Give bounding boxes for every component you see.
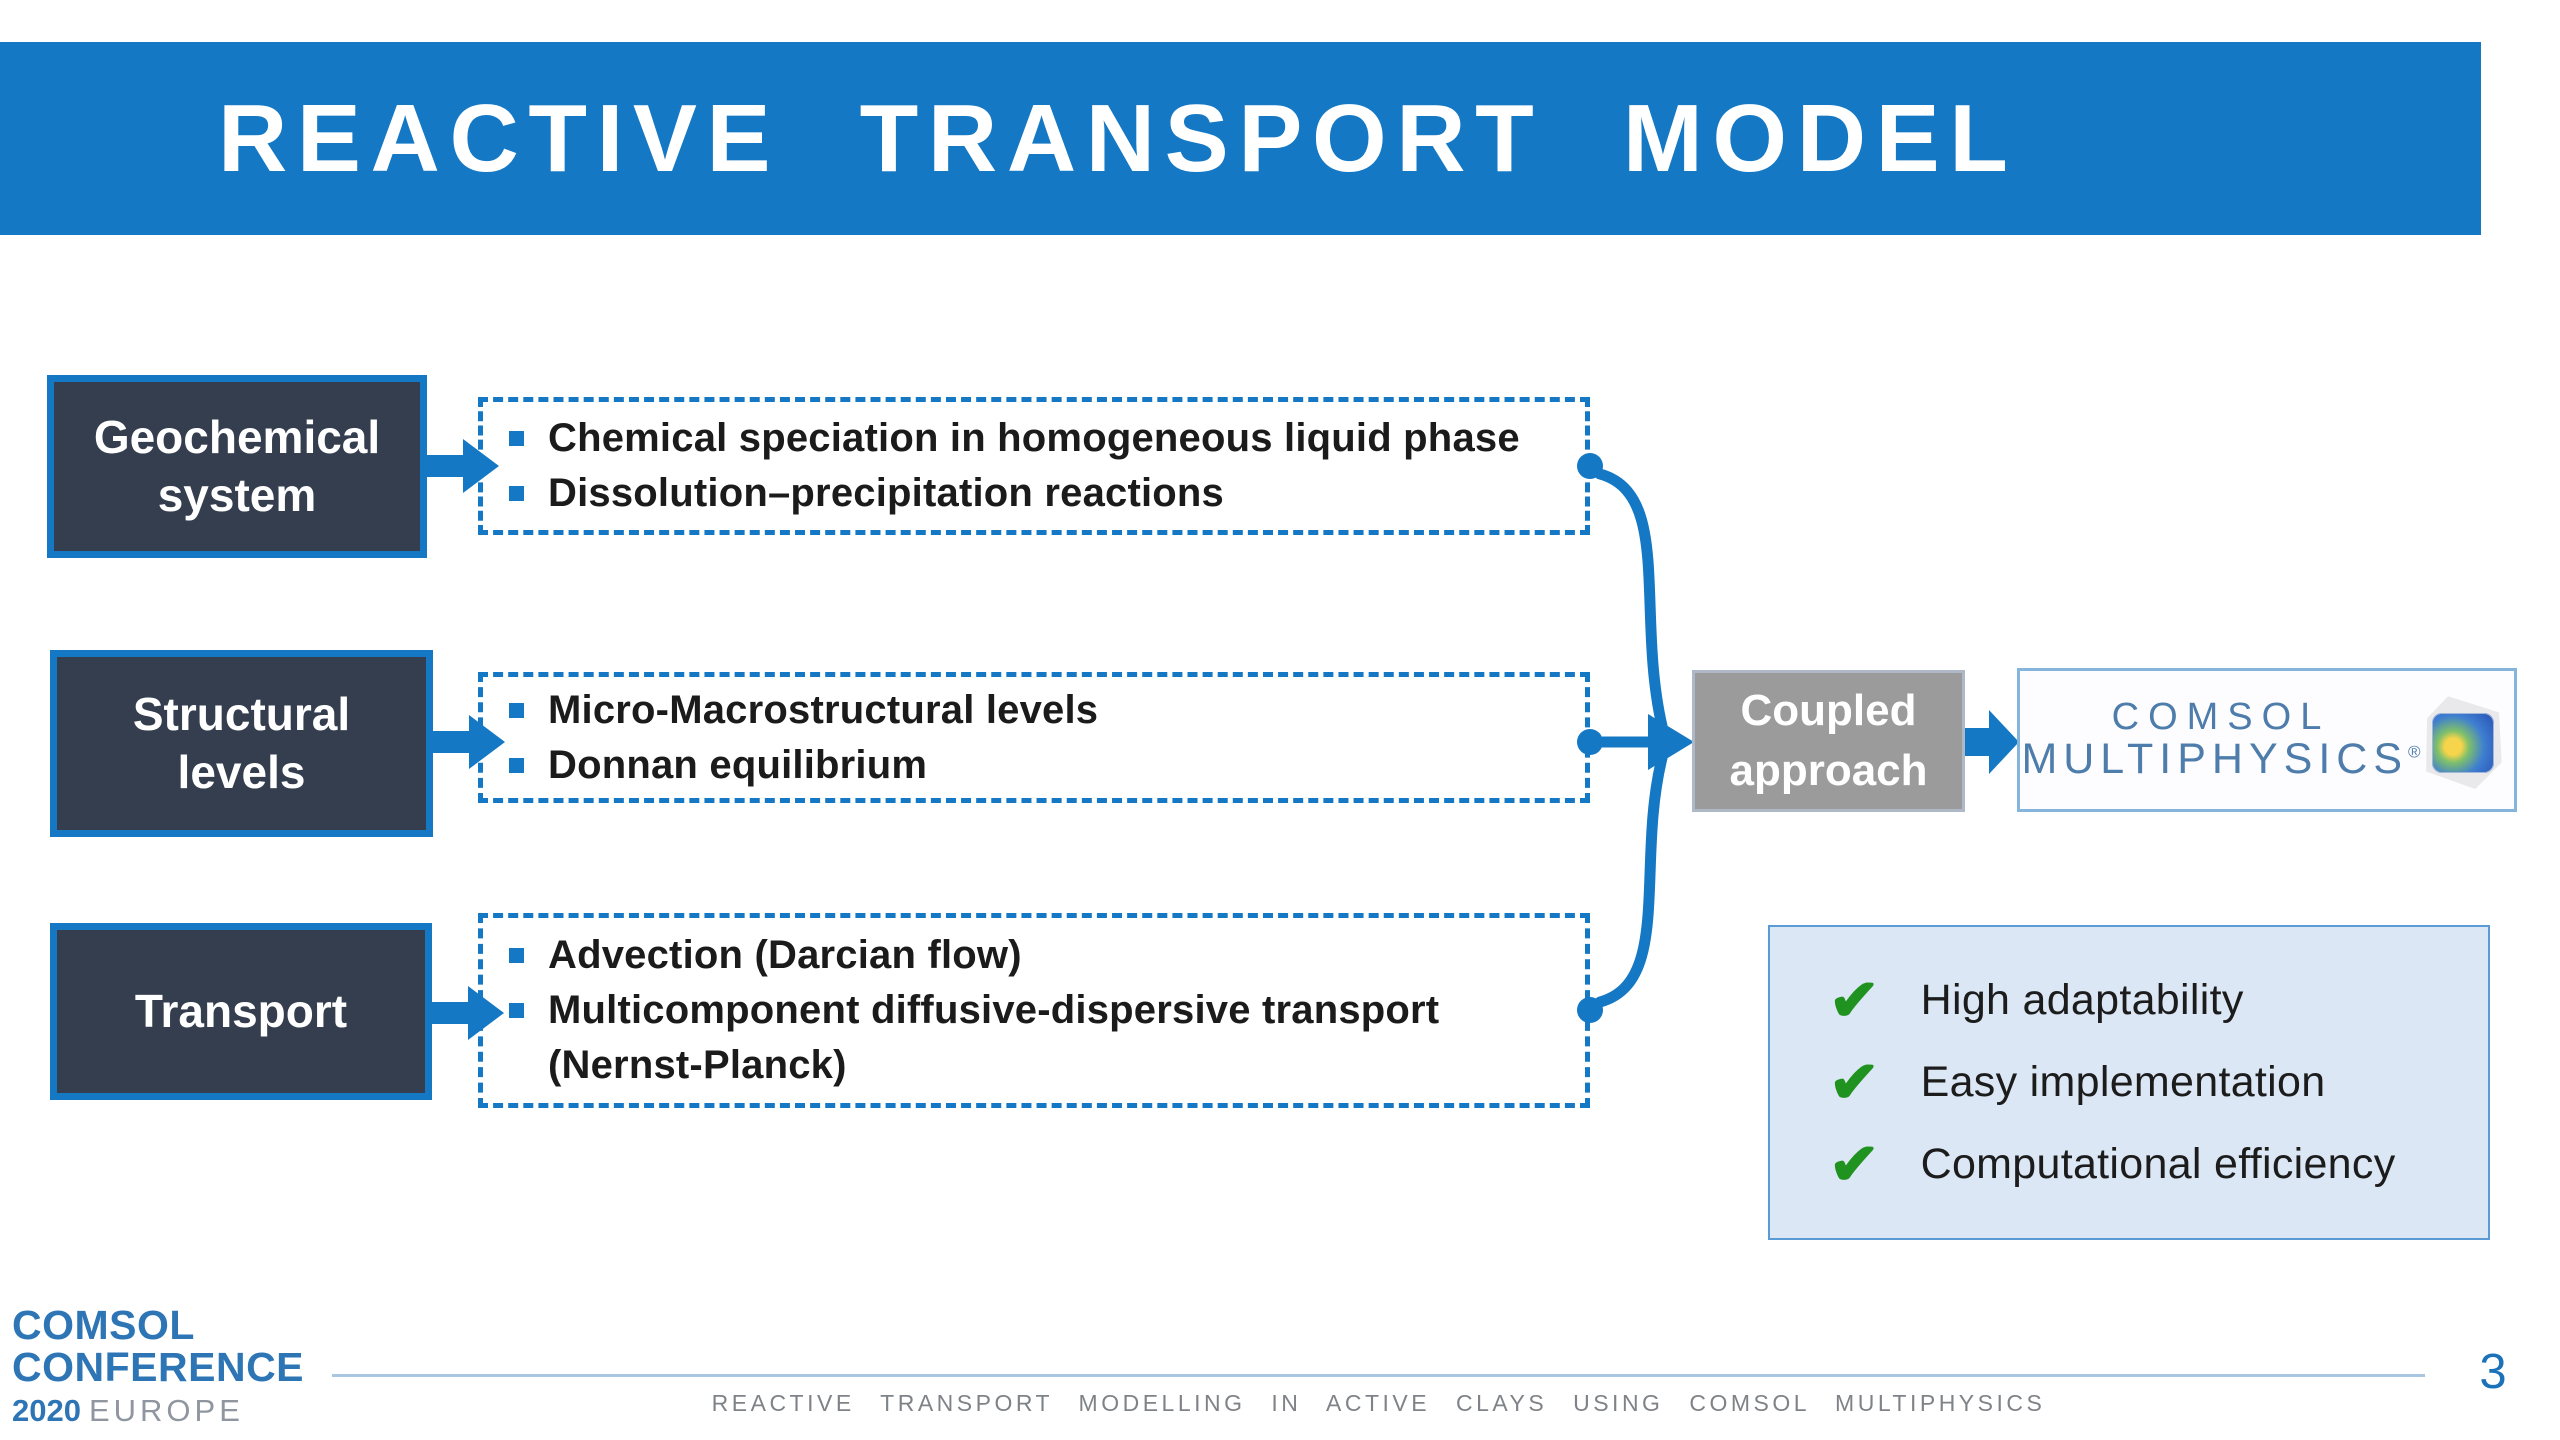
category-label: Transport bbox=[134, 984, 348, 1037]
category-box-transport: Transport bbox=[50, 923, 432, 1100]
category-box-geochemical-system: Geochemical system bbox=[47, 375, 427, 558]
category-label: Geochemical system bbox=[93, 411, 381, 521]
category-label: Structural levels bbox=[132, 688, 351, 798]
bullet-icon bbox=[509, 486, 524, 501]
registered-mark: ® bbox=[2408, 743, 2421, 763]
detail-box-geochemical: Chemical speciation in homogeneous liqui… bbox=[478, 397, 1590, 535]
benefit-label: Easy implementation bbox=[1920, 1058, 2326, 1106]
conference-logo-line1: COMSOL bbox=[12, 1302, 195, 1348]
check-icon: ✔ bbox=[1828, 1131, 1880, 1197]
list-item: Micro-Macrostructural levels bbox=[509, 683, 1565, 738]
comsol-logo-text: COMSOL MULTIPHYSICS® bbox=[2020, 697, 2422, 783]
comsol-app-icon bbox=[2422, 671, 2514, 809]
comsol-multiphysics-logo-box: COMSOL MULTIPHYSICS® bbox=[2017, 668, 2517, 812]
list-item: Multicomponent diffusive-dispersive tran… bbox=[509, 983, 1565, 1093]
bullet-text: Chemical speciation in homogeneous liqui… bbox=[548, 416, 1520, 460]
bullet-icon bbox=[509, 948, 524, 963]
arrowhead-icon bbox=[1648, 714, 1694, 770]
bullet-text: Dissolution–precipitation reactions bbox=[548, 471, 1225, 515]
connector-curve-top bbox=[1594, 468, 1668, 732]
bullet-icon bbox=[509, 1003, 524, 1018]
footer-divider bbox=[332, 1374, 2425, 1377]
benefits-box: ✔ High adaptability ✔ Easy implementatio… bbox=[1768, 925, 2490, 1240]
coupled-line1: Coupled bbox=[1740, 686, 1917, 735]
bullet-text: Advection (Darcian flow) bbox=[548, 933, 1022, 977]
list-item: ✔ Easy implementation bbox=[1828, 1049, 2488, 1115]
check-icon: ✔ bbox=[1828, 967, 1880, 1033]
bullet-text: Donnan equilibrium bbox=[548, 742, 928, 787]
footer-caption: REACTIVE TRANSPORT MODELLING IN ACTIVE C… bbox=[711, 1390, 2046, 1416]
list-item: ✔ Computational efficiency bbox=[1828, 1131, 2488, 1197]
conference-logo-line2: CONFERENCE bbox=[12, 1344, 305, 1390]
multiphysics-text: MULTIPHYSICS bbox=[2021, 735, 2409, 784]
bullet-icon bbox=[509, 757, 524, 773]
bullet-text: Multicomponent diffusive-dispersive tran… bbox=[548, 988, 1440, 1087]
list-item: ✔ High adaptability bbox=[1828, 967, 2488, 1033]
detail-box-transport: Advection (Darcian flow) Multicomponent … bbox=[478, 913, 1590, 1108]
coupled-approach-box: Coupled approach bbox=[1692, 670, 1965, 812]
benefit-label: High adaptability bbox=[1920, 976, 2244, 1024]
comsol-wordmark: COMSOL bbox=[2111, 696, 2331, 739]
bullet-icon bbox=[509, 431, 524, 446]
connector-curve-bottom bbox=[1594, 752, 1668, 1008]
bullet-icon bbox=[509, 702, 524, 718]
page-number: 3 bbox=[2479, 1345, 2507, 1399]
list-item: Advection (Darcian flow) bbox=[509, 928, 1565, 983]
arrow-right-icon bbox=[1965, 710, 2019, 774]
title-banner: REACTIVE TRANSPORT MODEL bbox=[0, 42, 2481, 235]
detail-box-structural: Micro-Macrostructural levels Donnan equi… bbox=[478, 672, 1590, 803]
list-item: Donnan equilibrium bbox=[509, 738, 1565, 793]
list-item: Chemical speciation in homogeneous liqui… bbox=[509, 411, 1565, 466]
bullet-text: Micro-Macrostructural levels bbox=[548, 687, 1099, 732]
category-box-structural-levels: Structural levels bbox=[50, 650, 433, 837]
multiphysics-wordmark: MULTIPHYSICS® bbox=[2020, 737, 2422, 783]
list-item: Dissolution–precipitation reactions bbox=[509, 466, 1565, 521]
benefit-label: Computational efficiency bbox=[1920, 1140, 2396, 1188]
conference-year: 2020 bbox=[12, 1393, 81, 1428]
gradient-cube-icon bbox=[2432, 713, 2494, 773]
conference-region: EUROPE bbox=[88, 1393, 244, 1428]
check-icon: ✔ bbox=[1828, 1049, 1880, 1115]
page-title: REACTIVE TRANSPORT MODEL bbox=[218, 84, 2018, 192]
coupled-line2: approach bbox=[1729, 746, 1928, 795]
